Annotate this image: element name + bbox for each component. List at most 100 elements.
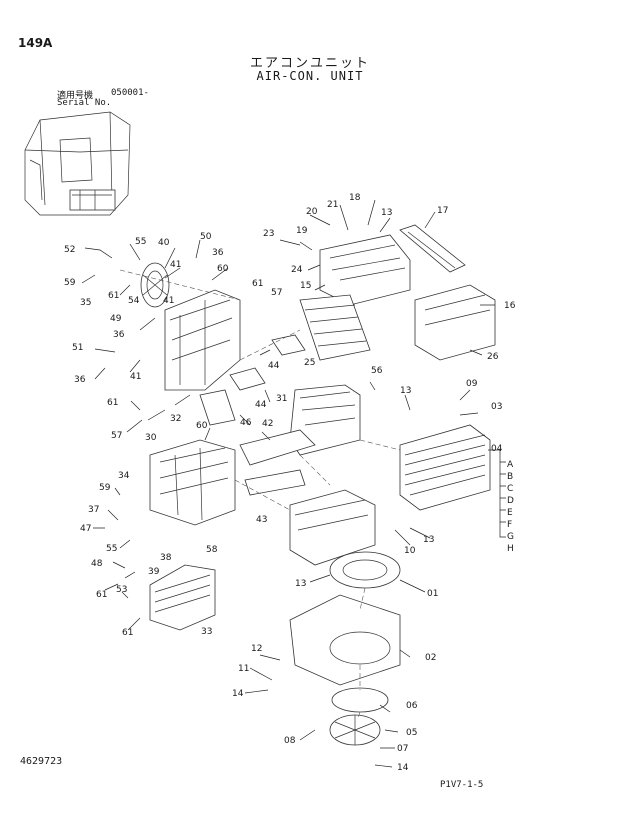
callout-label: 51	[72, 343, 83, 353]
callout-label: 13	[423, 535, 434, 545]
callout-label: 02	[425, 653, 436, 663]
callout-label: 57	[271, 288, 282, 298]
callout-label: 41	[170, 260, 181, 270]
title-japanese: エアコンユニット	[249, 56, 370, 71]
callout-label: 10	[404, 546, 416, 556]
callout-label: 24	[291, 265, 303, 275]
callout-label: 58	[206, 545, 218, 555]
filter-part-25	[299, 294, 371, 361]
serial-label-japanese: 適用号機	[57, 91, 94, 101]
duct-part-15	[319, 234, 411, 306]
callout-label: 50	[200, 232, 212, 242]
sub-callout-label: D	[507, 496, 514, 506]
callout-label: 34	[118, 471, 130, 481]
sub-callout-label: C	[507, 484, 513, 494]
callout-label: 53	[116, 585, 127, 595]
callout-label: 11	[238, 664, 249, 674]
blower-case-part	[289, 489, 401, 589]
fan-part	[140, 262, 170, 308]
serial-label-english: Serial No.	[57, 98, 112, 108]
sub-callout-label: H	[507, 544, 514, 554]
callout-label: 61	[107, 398, 118, 408]
callout-label: 06	[406, 701, 418, 711]
filter-part	[399, 224, 466, 273]
callout-label: 07	[397, 744, 408, 754]
callout-label: 14	[397, 763, 409, 773]
callout-label: 44	[255, 400, 267, 410]
document-number: 4629723	[20, 756, 63, 767]
callout-label: 05	[406, 728, 417, 738]
serial-value: 050001-	[111, 88, 149, 98]
sub-callout-label: F	[507, 520, 512, 530]
callout-label: 42	[262, 419, 273, 429]
callout-label: 46	[240, 418, 252, 428]
callout-label: 01	[427, 589, 438, 599]
callout-label: 19	[296, 226, 308, 236]
sub-callout-label: B	[507, 472, 513, 482]
callout-label: 37	[88, 505, 99, 515]
callout-label: 03	[491, 402, 502, 412]
callout-labels: 18 21 13 17 20 19 23 24 15 16 50 40 55 5…	[64, 193, 516, 773]
bracket-part-16	[414, 284, 496, 361]
left-case-part	[164, 289, 241, 391]
callout-label: 21	[327, 200, 338, 210]
sub-callout-label: E	[507, 508, 513, 518]
callout-label: 32	[170, 414, 181, 424]
callout-label: 61	[96, 590, 107, 600]
callout-label: 14	[232, 689, 244, 699]
callout-label: 39	[148, 567, 160, 577]
heater-core-part	[149, 564, 216, 631]
callout-label: 04	[491, 444, 503, 454]
callout-label: 25	[304, 358, 315, 368]
callout-label: 56	[371, 366, 383, 376]
callout-label: 52	[64, 245, 75, 255]
callout-label: 61	[108, 291, 119, 301]
callout-label: 35	[80, 298, 91, 308]
callout-label: 55	[135, 237, 146, 247]
callout-label: 44	[268, 361, 280, 371]
sub-callout-label: G	[507, 532, 514, 542]
callout-label: 18	[349, 193, 361, 203]
callout-label: 13	[400, 386, 411, 396]
title-english: AIR-CON. UNIT	[256, 69, 364, 83]
callout-label: 31	[276, 394, 287, 404]
callout-label: 17	[437, 206, 448, 216]
callout-label: 15	[300, 281, 311, 291]
callout-label: 57	[111, 431, 122, 441]
lower-case-part-30	[149, 439, 236, 526]
callout-label: 36	[113, 330, 125, 340]
callout-label: 61	[122, 628, 133, 638]
callout-label: 59	[99, 483, 111, 493]
callout-label: 38	[160, 553, 172, 563]
callout-label: 61	[252, 279, 263, 289]
callout-label: 54	[128, 296, 140, 306]
sub-callout-labels: A B C D E F G H	[507, 460, 514, 554]
callout-label: 30	[145, 433, 157, 443]
callout-label: 40	[158, 238, 170, 248]
callout-label: 60	[196, 421, 208, 431]
callout-label: 09	[466, 379, 478, 389]
callout-label: 49	[110, 314, 122, 324]
panel-part-43	[244, 469, 306, 496]
callout-label: 48	[91, 559, 103, 569]
page-number: 149A	[18, 36, 53, 50]
blower-housing-part	[289, 594, 401, 686]
callout-label: 47	[80, 524, 91, 534]
callout-label: 13	[295, 579, 306, 589]
callout-label: 36	[212, 248, 224, 258]
blower-fan-part	[329, 687, 389, 746]
sub-callout-label: A	[507, 460, 514, 470]
callout-label: 26	[487, 352, 499, 362]
main-case-part	[199, 384, 361, 466]
callout-label: 41	[130, 372, 141, 382]
callout-label: 08	[284, 736, 296, 746]
evaporator-part	[399, 424, 491, 511]
callout-label: 55	[106, 544, 117, 554]
callout-label: 60	[217, 264, 229, 274]
callout-label: 20	[306, 207, 318, 217]
callout-label: 23	[263, 229, 274, 239]
callout-label: 43	[256, 515, 267, 525]
callout-label: 41	[163, 296, 174, 306]
callout-label: 12	[251, 644, 262, 654]
